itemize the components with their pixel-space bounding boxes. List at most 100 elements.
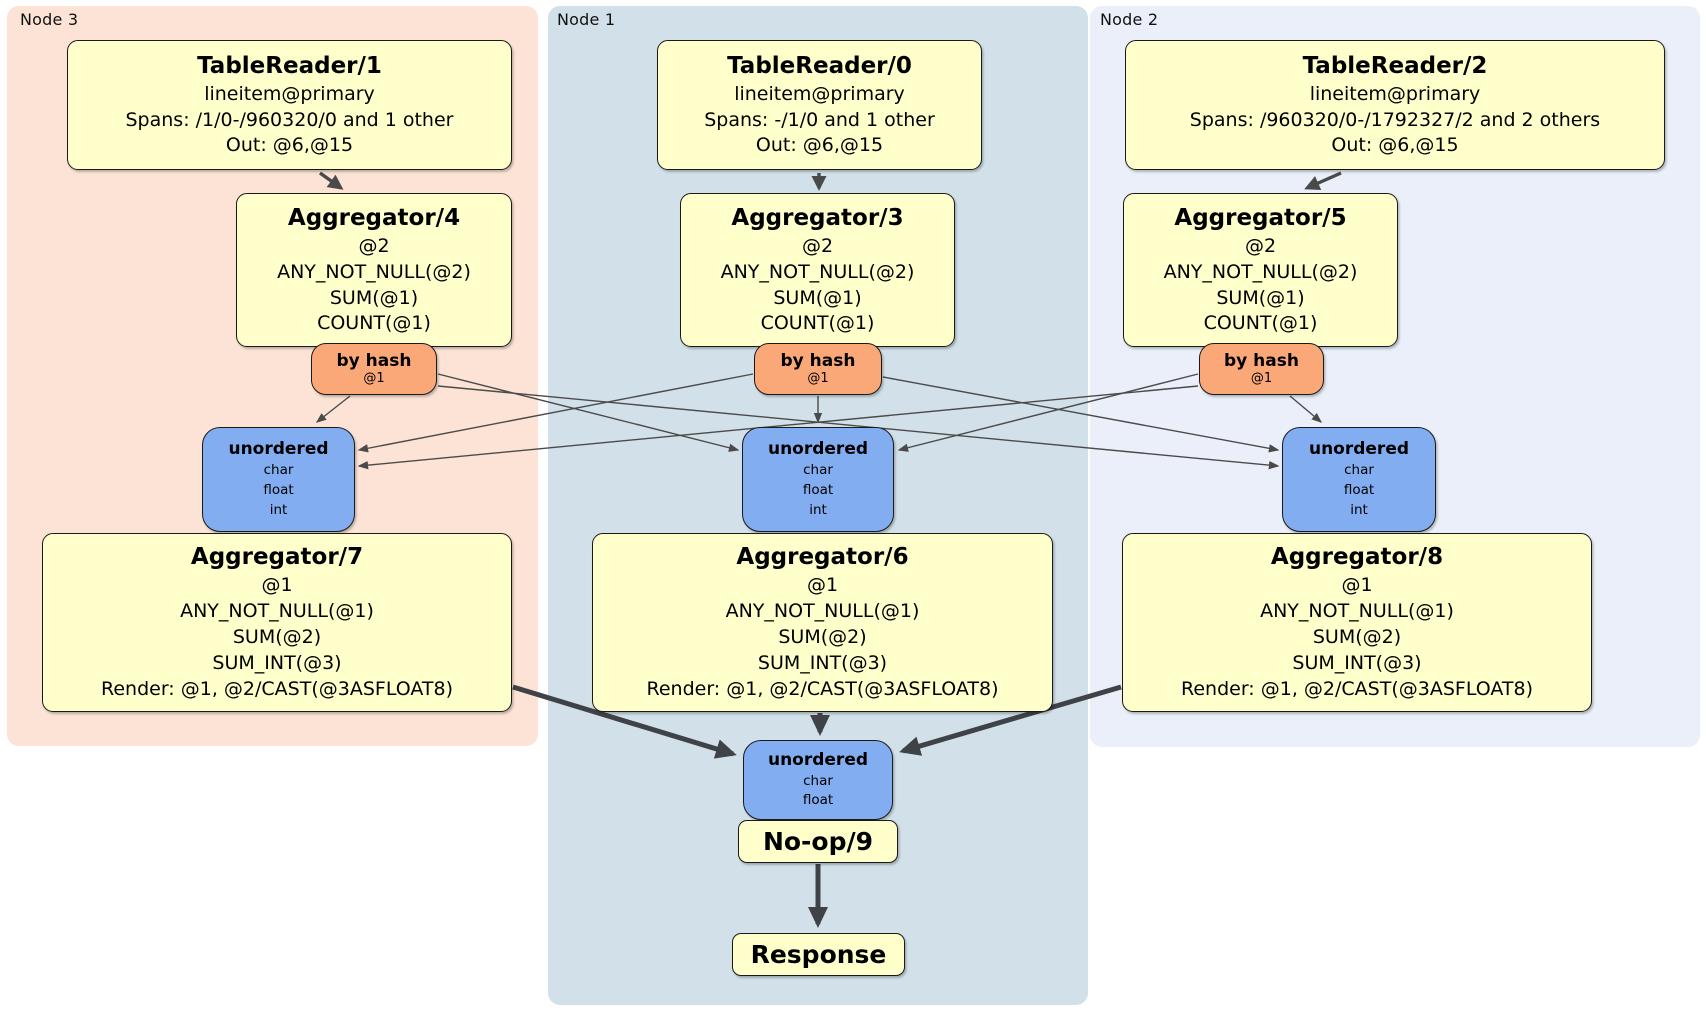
processor-detail: COUNT(@1) (760, 312, 875, 335)
processor-title: Aggregator/8 (1270, 544, 1444, 571)
aggregator-6-box: Aggregator/6 @1 ANY_NOT_NULL(@1) SUM(@2)… (592, 533, 1053, 712)
processor-detail: SUM(@2) (232, 626, 322, 649)
hash-router-node3: by hash @1 (311, 343, 437, 395)
response-box: Response (732, 933, 905, 976)
edge-hash3-sync1 (437, 373, 740, 452)
processor-title: Response (750, 939, 887, 969)
sync-title: unordered (228, 439, 329, 460)
processor-title: Aggregator/3 (731, 204, 904, 231)
processor-detail: @1 (1341, 574, 1373, 597)
node2-label: Node 2 (1100, 10, 1159, 29)
processor-detail: Out: @6,@15 (755, 134, 884, 157)
processor-detail: @2 (358, 234, 390, 257)
processor-title: TableReader/2 (1302, 52, 1488, 79)
router-detail: @1 (1250, 371, 1273, 387)
processor-title: TableReader/0 (727, 52, 912, 79)
processor-detail: lineitem@primary (1309, 82, 1481, 105)
processor-detail: Out: @6,@15 (1331, 134, 1459, 157)
router-detail: @1 (807, 371, 829, 387)
sync-detail: int (809, 501, 827, 518)
processor-detail: @1 (261, 574, 293, 597)
unordered-sync-final: unordered char float (743, 740, 893, 820)
unordered-sync-node3: unordered char float int (202, 427, 355, 532)
processor-detail: SUM_INT(@3) (1292, 651, 1422, 674)
processor-title: No-op/9 (762, 826, 874, 856)
edge-agg8-finalsync (899, 684, 1122, 756)
processor-detail: Render: @1, @2/CAST(@3ASFLOAT8) (1181, 677, 1533, 700)
edge-hash2-sync1 (897, 373, 1199, 452)
sync-detail: float (802, 481, 834, 498)
hash-router-node1: by hash @1 (754, 343, 882, 395)
tablereader-0-box: TableReader/0 lineitem@primary Spans: -/… (657, 40, 982, 170)
processor-detail: SUM(@1) (1216, 286, 1305, 309)
edge-hash3-sync2 (437, 385, 1280, 470)
processor-detail: @2 (1244, 234, 1277, 257)
tablereader-2-box: TableReader/2 lineitem@primary Spans: /9… (1125, 40, 1665, 170)
processor-detail: @2 (801, 234, 834, 257)
processor-title: Aggregator/6 (736, 544, 909, 571)
processor-detail: @1 (806, 574, 839, 597)
noop-9-box: No-op/9 (738, 820, 898, 863)
processor-detail: ANY_NOT_NULL(@2) (277, 260, 471, 283)
processor-detail: ANY_NOT_NULL(@1) (180, 600, 374, 623)
aggregator-7-box: Aggregator/7 @1 ANY_NOT_NULL(@1) SUM(@2)… (42, 533, 512, 712)
sync-detail: int (1350, 501, 1368, 518)
processor-title: Aggregator/4 (287, 204, 461, 231)
processor-title: Aggregator/5 (1174, 204, 1347, 231)
node3-label: Node 3 (20, 10, 79, 29)
edge-hash1-sync3 (357, 373, 754, 453)
router-title: by hash (1224, 350, 1299, 371)
processor-detail: COUNT(@1) (317, 312, 431, 335)
aggregator-4-box: Aggregator/4 @2 ANY_NOT_NULL(@2) SUM(@1)… (236, 193, 512, 347)
edge-tr1-agg4 (319, 171, 344, 190)
processor-detail: SUM_INT(@3) (757, 651, 888, 674)
sync-title: unordered (767, 749, 869, 770)
processor-detail: Spans: /1/0-/960320/0 and 1 other (125, 108, 454, 131)
processor-detail: Spans: -/1/0 and 1 other (704, 108, 935, 131)
processor-title: TableReader/1 (197, 52, 382, 79)
edge-hash1-sync2 (882, 376, 1280, 453)
edge-agg7-finalsync (512, 684, 737, 759)
tablereader-1-box: TableReader/1 lineitem@primary Spans: /1… (67, 40, 512, 170)
node1-label: Node 1 (557, 10, 616, 29)
processor-detail: lineitem@primary (734, 82, 905, 105)
unordered-sync-node2: unordered char float int (1282, 427, 1436, 532)
processor-detail: lineitem@primary (204, 82, 375, 105)
edge-hash3-sync3 (315, 395, 351, 423)
processor-detail: Out: @6,@15 (225, 134, 354, 157)
processor-detail: Render: @1, @2/CAST(@3ASFLOAT8) (646, 677, 999, 700)
processor-detail: Render: @1, @2/CAST(@3ASFLOAT8) (101, 677, 453, 700)
processor-detail: SUM(@1) (773, 286, 862, 309)
sync-detail: char (263, 462, 294, 479)
processor-title: Aggregator/7 (190, 544, 364, 571)
sync-title: unordered (767, 439, 869, 460)
edge-tr2-agg5 (1304, 171, 1342, 191)
unordered-sync-node1: unordered char float int (742, 427, 894, 532)
processor-detail: SUM(@2) (778, 626, 867, 649)
sync-detail: char (803, 462, 833, 479)
sync-detail: char (803, 772, 833, 789)
router-detail: @1 (363, 371, 385, 387)
processor-detail: ANY_NOT_NULL(@1) (1260, 600, 1454, 623)
sync-detail: float (802, 792, 834, 809)
aggregator-5-box: Aggregator/5 @2 ANY_NOT_NULL(@2) SUM(@1)… (1123, 193, 1398, 347)
processor-detail: SUM(@1) (329, 286, 419, 309)
edge-hash2-sync2 (1289, 395, 1323, 423)
processor-detail: SUM(@2) (1312, 626, 1402, 649)
sync-detail: int (269, 501, 288, 518)
sync-detail: float (263, 481, 294, 498)
sync-title: unordered (1308, 439, 1410, 460)
edge-hash2-sync3 (357, 385, 1199, 470)
processor-detail: COUNT(@1) (1203, 312, 1318, 335)
processor-detail: Spans: /960320/0-/1792327/2 and 2 others (1189, 108, 1601, 131)
processor-detail: ANY_NOT_NULL(@2) (1163, 260, 1358, 283)
aggregator-3-box: Aggregator/3 @2 ANY_NOT_NULL(@2) SUM(@1)… (680, 193, 955, 347)
sync-detail: float (1343, 481, 1375, 498)
processor-detail: ANY_NOT_NULL(@2) (720, 260, 915, 283)
sync-detail: char (1344, 462, 1374, 479)
router-title: by hash (336, 350, 412, 371)
aggregator-8-box: Aggregator/8 @1 ANY_NOT_NULL(@1) SUM(@2)… (1122, 533, 1592, 712)
router-title: by hash (780, 350, 856, 371)
